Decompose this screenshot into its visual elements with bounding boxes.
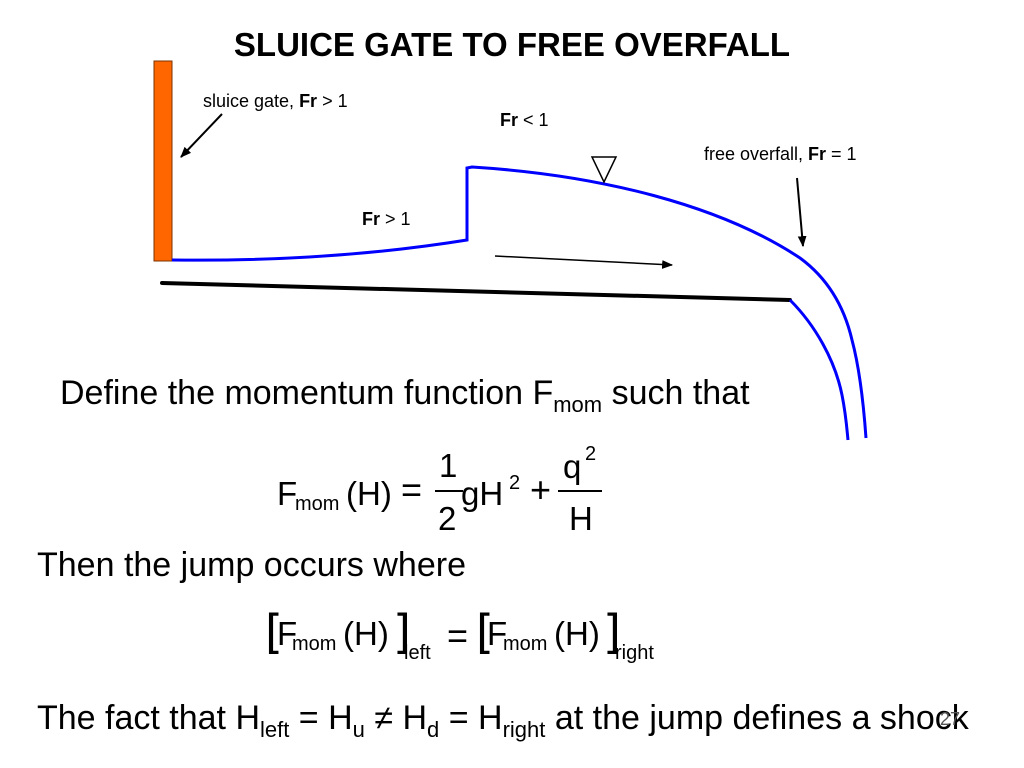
conclusion-subscript: u xyxy=(352,717,365,742)
definition-subscript: mom xyxy=(553,392,603,417)
conclusion-subscript: d xyxy=(427,717,440,742)
eq1-symbol: F xyxy=(277,475,298,512)
eq1-fraction2-numerator-superscript: 2 xyxy=(585,443,597,465)
sluice-gate-label: sluice gate, Fr > 1 xyxy=(203,92,348,110)
eq1-fraction1-numerator: 1 xyxy=(439,447,458,484)
eq2-right-close-bracket: ] xyxy=(603,605,621,659)
eq2-left-argument: (H) xyxy=(343,615,389,652)
definition-text-before: Define the momentum function F xyxy=(60,374,554,412)
eq1-argument: (H) xyxy=(346,475,392,512)
conclusion-part: = H xyxy=(289,699,353,737)
eq2-equals-sign: = xyxy=(447,615,469,656)
eq2-right-open-bracket: [ xyxy=(476,605,494,659)
eq1-fraction1-bar xyxy=(435,490,463,492)
definition-text-after: such that xyxy=(602,374,750,412)
eq2-right-subscript: right xyxy=(615,642,654,664)
eq2-left-subscript: left xyxy=(404,642,431,664)
eq2-right-symbol: F xyxy=(487,615,508,652)
conclusion-part: at the jump defines a shock xyxy=(545,699,969,737)
conclusion-part: ≠ H xyxy=(364,699,428,737)
froude-symbol: Fr xyxy=(500,110,518,130)
slide-title: SLUICE GATE TO FREE OVERFALL xyxy=(233,26,791,63)
conclusion-subscript: right xyxy=(502,717,546,742)
eq2-right-symbol-subscript: mom xyxy=(503,633,548,655)
definition-text: Define the momentum function Fmom such t… xyxy=(60,376,750,416)
supercritical-label: Fr > 1 xyxy=(362,210,411,228)
eq1-equals-sign: = xyxy=(401,469,423,510)
label-relation: > 1 xyxy=(317,91,348,111)
free-overfall-pointer-arrow xyxy=(796,177,807,248)
label-relation: > 1 xyxy=(380,209,411,229)
eq1-fraction2-denominator: H xyxy=(569,500,593,537)
jump-condition-text: Then the jump occurs where xyxy=(37,546,466,584)
eq2-left-open-bracket: [ xyxy=(265,605,283,659)
eq2-left-close-bracket: ] xyxy=(393,605,411,659)
froude-symbol: Fr xyxy=(808,144,827,164)
flow-direction-arrow xyxy=(494,255,674,269)
sluice-gate xyxy=(153,60,173,262)
slide-number: 27 xyxy=(940,709,961,729)
eq1-fraction1-denominator: 2 xyxy=(438,500,457,537)
label-relation: < 1 xyxy=(518,110,549,130)
eq1-term-superscript: 2 xyxy=(509,472,521,494)
channel-bed xyxy=(160,281,792,302)
conclusion-part: = H xyxy=(439,699,503,737)
label-relation: = 1 xyxy=(826,144,857,164)
froude-symbol: Fr xyxy=(299,91,318,111)
conclusion-subscript: left xyxy=(260,717,290,742)
conclusion-text: The fact that Hleft = Hu ≠ Hd = Hright a… xyxy=(37,701,969,741)
conclusion-part: The fact that H xyxy=(37,699,260,737)
froude-symbol: Fr xyxy=(362,209,380,229)
eq1-symbol-subscript: mom xyxy=(295,493,340,515)
water-surface-triangle-icon xyxy=(590,156,618,184)
eq2-left-symbol-subscript: mom xyxy=(292,633,337,655)
label-text: sluice gate, xyxy=(203,91,300,111)
eq1-plus-sign: + xyxy=(530,469,552,510)
eq1-term: gH xyxy=(461,475,504,512)
eq2-right-argument: (H) xyxy=(554,615,600,652)
eq1-fraction2-numerator: q xyxy=(563,448,582,485)
free-overfall-label: free overfall, Fr = 1 xyxy=(704,145,857,163)
subcritical-label: Fr < 1 xyxy=(500,111,549,129)
water-surface xyxy=(171,165,868,439)
lower-nappe xyxy=(788,298,850,441)
eq1-fraction2-bar xyxy=(558,490,602,492)
label-text: free overfall, xyxy=(704,144,809,164)
eq2-left-symbol: F xyxy=(277,615,298,652)
sluice-gate-pointer-arrow xyxy=(180,113,223,158)
